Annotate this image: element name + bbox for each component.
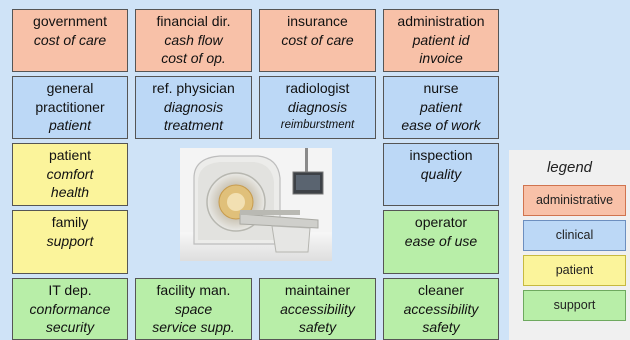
stakeholder-title: maintainer — [284, 282, 351, 298]
stakeholder-title: patient — [48, 147, 92, 163]
stakeholder-patient: patient comfort health — [12, 143, 128, 206]
stakeholder-cleaner: cleaner accessibility safety — [383, 278, 499, 340]
stakeholder-title: family — [51, 214, 89, 230]
stakeholder-referring-physician: ref. physician diagnosis treatment — [135, 76, 252, 139]
stakeholder-concern: accessibility — [403, 300, 479, 317]
stakeholder-title: facility man. — [156, 282, 231, 298]
stakeholder-concern: health — [50, 184, 90, 200]
stakeholder-concern: quality — [420, 165, 462, 182]
stakeholder-concern: patient — [419, 98, 463, 115]
stakeholder-administration: administration patient id invoice — [383, 9, 499, 72]
stakeholder-radiologist: radiologist diagnosis reimburstment — [259, 76, 376, 139]
legend-item-clinical: clinical — [523, 220, 626, 251]
stakeholder-concern: invoice — [419, 50, 463, 66]
stakeholder-concern: safety — [298, 319, 337, 335]
stakeholder-maintainer: maintainer accessibility safety — [259, 278, 376, 340]
stakeholder-nurse: nurse patient ease of work — [383, 76, 499, 139]
stakeholder-facility-manager: facility man. space service supp. — [135, 278, 252, 340]
stakeholder-general-practitioner: general practitioner patient — [12, 76, 128, 139]
stakeholder-concern: safety — [422, 319, 460, 335]
stakeholder-title: government — [33, 13, 107, 29]
stakeholder-concern: patient id — [412, 31, 470, 48]
stakeholder-concern: support — [46, 232, 94, 249]
stakeholder-operator: operator ease of use — [383, 210, 499, 274]
stakeholder-concern: security — [45, 319, 95, 335]
stakeholder-title: inspection — [409, 147, 473, 163]
stakeholder-concern: treatment — [163, 117, 224, 133]
legend-item-administrative: administrative — [523, 185, 626, 216]
legend-item-support: support — [523, 290, 626, 321]
stakeholder-inspection: inspection quality — [383, 143, 499, 206]
stakeholder-it-department: IT dep. conformance security — [12, 278, 128, 340]
stakeholder-title: cleaner — [418, 282, 464, 298]
stakeholder-concern: space — [174, 300, 213, 317]
stakeholder-concern: service supp. — [152, 319, 235, 335]
stakeholder-concern: cash flow — [164, 31, 223, 48]
legend-panel: legend administrative clinical patient s… — [509, 150, 630, 340]
stakeholder-concern: conformance — [29, 300, 111, 317]
mri-scanner-icon — [180, 148, 332, 261]
legend-title: legend — [546, 159, 593, 176]
stakeholder-concern: diagnosis — [287, 98, 348, 115]
stakeholder-concern: accessibility — [280, 300, 355, 317]
stakeholder-title: IT dep. — [48, 282, 92, 298]
stakeholder-title: administration — [397, 13, 485, 29]
stakeholder-concern: cost of op. — [161, 50, 226, 66]
stakeholder-title: general — [46, 80, 94, 96]
stakeholder-title: financial dir. — [156, 13, 231, 29]
stakeholder-financial-director: financial dir. cash flow cost of op. — [135, 9, 252, 72]
stakeholder-concern: cost of care — [281, 31, 354, 48]
mri-scanner-photo — [180, 148, 332, 261]
stakeholder-concern: ease of use — [404, 232, 478, 249]
stakeholder-concern: ease of work — [401, 117, 481, 133]
stakeholder-concern: comfort — [46, 165, 94, 182]
stakeholder-title: operator — [414, 214, 468, 230]
legend-item-patient: patient — [523, 255, 626, 286]
stakeholder-insurance: insurance cost of care — [259, 9, 376, 72]
stakeholder-family: family support — [12, 210, 128, 274]
stakeholder-concern: diagnosis — [163, 98, 224, 115]
stakeholder-title: practitioner — [35, 98, 105, 115]
stakeholder-title: insurance — [287, 13, 348, 29]
stakeholder-concern: cost of care — [33, 31, 107, 48]
stakeholder-concern: patient — [48, 117, 92, 133]
stakeholder-title: ref. physician — [152, 80, 235, 96]
stakeholder-concern: reimburstment — [280, 119, 355, 131]
stakeholder-title: nurse — [423, 80, 459, 96]
stakeholder-government: government cost of care — [12, 9, 128, 72]
stakeholder-title: radiologist — [285, 80, 350, 96]
